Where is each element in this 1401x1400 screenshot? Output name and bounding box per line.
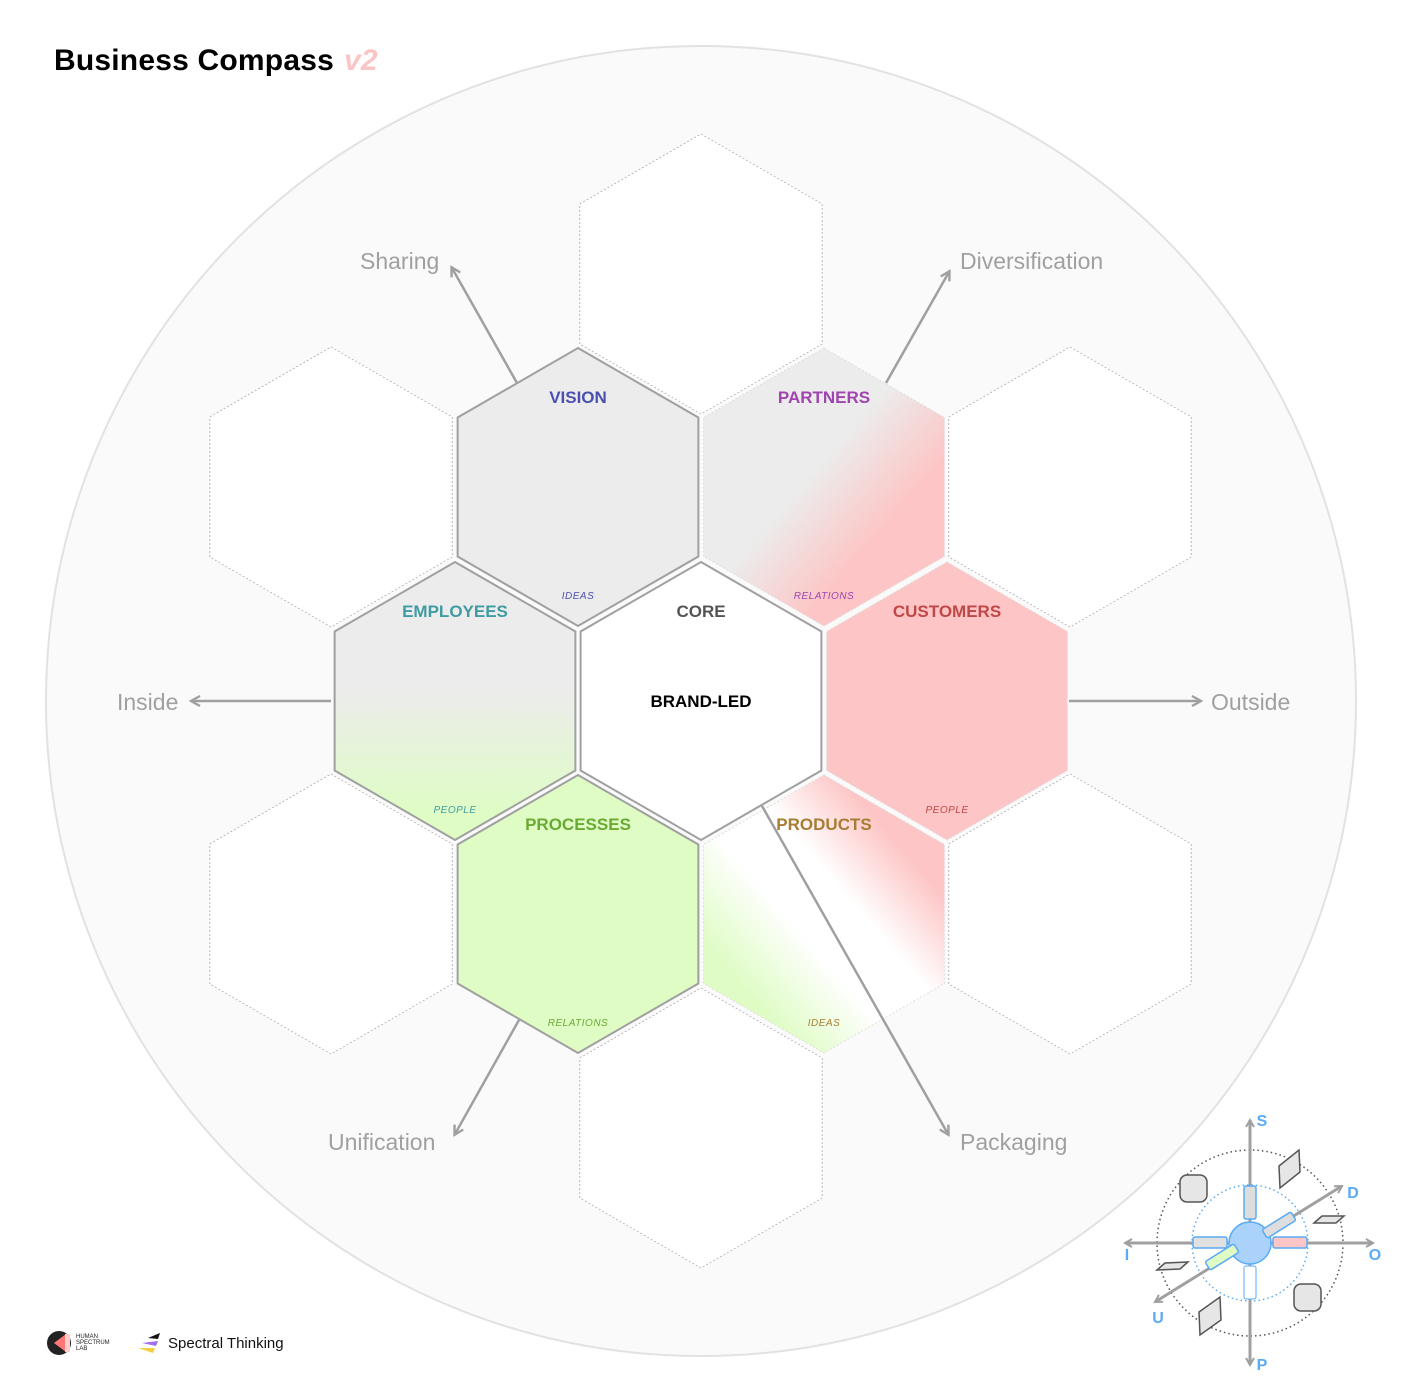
human-spectrum-lab-logo: HUMAN SPECTRUM LAB	[46, 1330, 116, 1356]
spectral-thinking-icon	[138, 1333, 160, 1353]
hsl-logo-icon	[47, 1331, 71, 1355]
hex-vision[interactable]	[456, 346, 700, 628]
mini-bar-core	[1243, 1265, 1257, 1300]
outer-hex-ring	[209, 133, 1192, 1269]
mini-compass: S D O P U I	[1125, 1113, 1381, 1374]
hex-sublabel-partners: RELATIONS	[794, 591, 854, 602]
mini-label-p: P	[1257, 1357, 1268, 1374]
mini-tile	[1312, 1215, 1346, 1224]
hex-customers[interactable]	[826, 561, 1068, 841]
hex-label-products: PRODUCTS	[776, 815, 871, 834]
mini-label-i: I	[1125, 1247, 1129, 1264]
hex-sublabel-products: IDEAS	[808, 1018, 841, 1029]
mini-bar-processes	[1204, 1243, 1240, 1271]
hex-label-processes: PROCESSES	[525, 815, 631, 834]
mini-label-u: U	[1152, 1310, 1164, 1327]
mini-center	[1228, 1221, 1272, 1265]
spectral-thinking-text: Spectral Thinking	[168, 1334, 284, 1352]
hex-label-customers: CUSTOMERS	[893, 602, 1001, 621]
label-diversification: Diversification	[960, 248, 1103, 274]
hex-partners[interactable]	[703, 347, 945, 627]
hex-label-employees: EMPLOYEES	[402, 602, 508, 621]
mini-tile	[1198, 1295, 1222, 1337]
hex-sublabel-customers: PEOPLE	[925, 805, 968, 816]
mini-tile	[1293, 1283, 1322, 1312]
hex-sublabel-employees: PEOPLE	[433, 805, 476, 816]
hex-core[interactable]	[579, 560, 823, 842]
label-outside: Outside	[1211, 689, 1290, 715]
arrow-diversification	[884, 272, 949, 384]
core-value: BRAND-LED	[650, 692, 751, 711]
empty-hex-slot	[209, 773, 453, 1055]
mini-label-d: D	[1347, 1185, 1359, 1202]
empty-hex-slot	[579, 987, 823, 1269]
mini-tile	[1154, 1261, 1191, 1271]
hex-label-vision: VISION	[549, 388, 607, 407]
label-inside: Inside	[117, 689, 178, 715]
mini-bar-vision	[1243, 1185, 1257, 1220]
core-title: CORE	[676, 602, 725, 621]
arrow-packaging	[760, 805, 948, 1134]
hsl-logo-text: HUMAN SPECTRUM LAB	[76, 1334, 110, 1352]
empty-hex-slot	[948, 773, 1192, 1055]
empty-hex-slot	[209, 346, 453, 628]
mini-bar-partners	[1261, 1211, 1297, 1239]
mini-tile	[1179, 1174, 1208, 1203]
empty-hex-slot	[948, 346, 1192, 628]
version-badge: v2	[343, 44, 378, 77]
mini-label-o: O	[1369, 1247, 1381, 1264]
hex-sublabel-vision: IDEAS	[562, 591, 595, 602]
page-title: Business Compass v2	[54, 44, 378, 78]
label-packaging: Packaging	[960, 1129, 1067, 1155]
hex-processes[interactable]	[456, 773, 700, 1055]
hex-sublabel-processes: RELATIONS	[548, 1018, 608, 1029]
mini-bar-customers	[1272, 1236, 1308, 1249]
empty-hex-slot	[579, 133, 823, 415]
mini-bar-employees	[1192, 1236, 1228, 1249]
hex-label-partners: PARTNERS	[778, 388, 870, 407]
mini-label-s: S	[1257, 1113, 1268, 1130]
label-sharing: Sharing	[360, 248, 439, 274]
label-unification: Unification	[328, 1129, 435, 1155]
footer-logos: HUMAN SPECTRUM LAB Spectral Thinking	[46, 1330, 284, 1356]
inner-hexes	[333, 346, 1068, 1055]
title-text: Business Compass	[54, 44, 334, 77]
arrow-unification	[455, 1019, 521, 1134]
mini-tile	[1278, 1148, 1301, 1190]
arrow-sharing	[452, 268, 519, 384]
hex-employees[interactable]	[333, 560, 577, 842]
spectral-thinking-logo: Spectral Thinking	[138, 1332, 284, 1354]
